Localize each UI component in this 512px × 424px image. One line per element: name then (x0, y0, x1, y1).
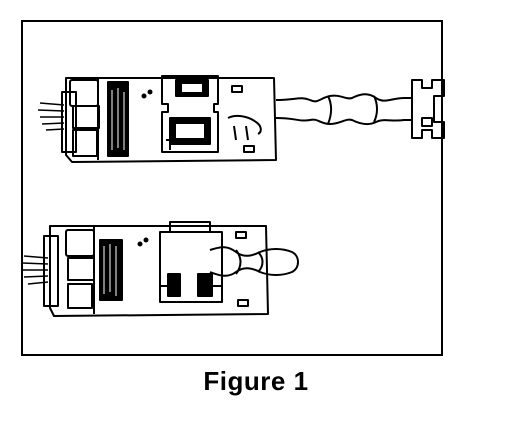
figure-caption: Figure 1 (203, 366, 309, 396)
upper-link-arm (275, 93, 412, 103)
lower-latch-housing (159, 231, 223, 303)
upper-module (37, 75, 445, 163)
upper-latch-housing (161, 75, 219, 153)
lower-connector (43, 235, 59, 307)
upper-connector (61, 91, 77, 153)
upper-wire-bundle (37, 102, 65, 131)
lower-module (21, 221, 299, 317)
upper-end-bracket (411, 79, 445, 139)
lower-label-text (103, 244, 117, 296)
lower-board (49, 225, 269, 317)
lower-link-arm (209, 246, 299, 277)
upper-label-text (111, 88, 125, 150)
upper-board (65, 77, 277, 163)
lower-label-strip (99, 239, 123, 301)
